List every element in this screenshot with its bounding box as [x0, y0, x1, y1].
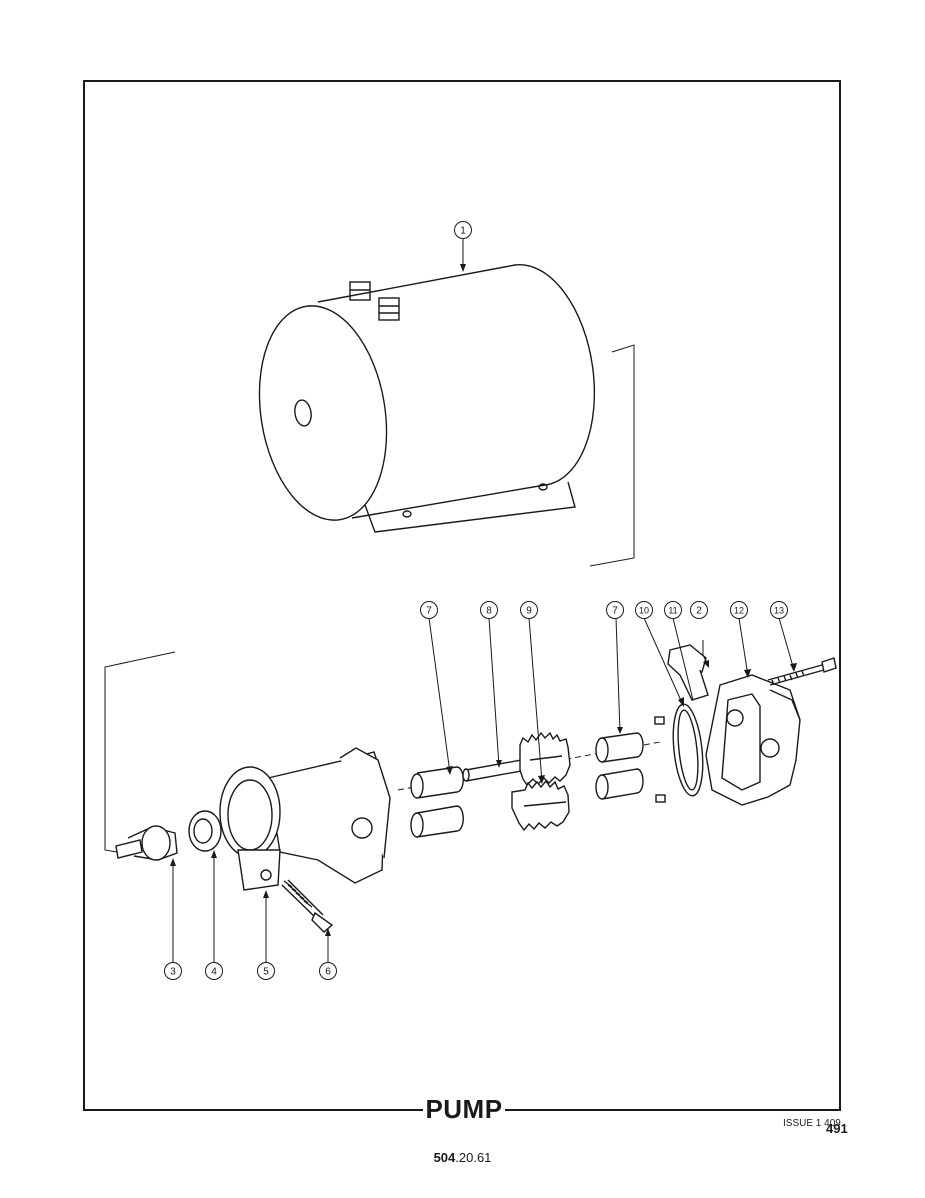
callout-5: 5	[257, 962, 275, 980]
part-10-gasket	[672, 703, 704, 797]
svg-text:3: 3	[170, 967, 176, 978]
callout-9: 9	[520, 601, 538, 619]
page-number: 491	[826, 1121, 848, 1136]
callout-8: 8	[480, 601, 498, 619]
issue-label: ISSUE 1 409	[783, 1118, 841, 1129]
svg-text:5: 5	[263, 967, 269, 978]
svg-text:7: 7	[426, 606, 432, 617]
callout-7a: 7	[420, 601, 438, 619]
frame-bottom-left	[83, 1109, 423, 1111]
svg-text:2: 2	[696, 606, 702, 617]
callout-10: 10	[635, 601, 653, 619]
part-motor-tank	[258, 264, 596, 533]
callout-11: 11	[664, 601, 682, 619]
svg-text:13: 13	[774, 606, 784, 616]
part-5-pump-body	[219, 747, 391, 891]
callout-6: 6	[319, 962, 337, 980]
part-13-bolt	[767, 657, 837, 686]
callout-7b: 7	[606, 601, 624, 619]
diagram-frame	[83, 80, 841, 1110]
frame-bottom-right	[505, 1109, 841, 1111]
part-7-bushings-left	[410, 766, 464, 838]
leader-lines	[172, 238, 795, 962]
svg-text:7: 7	[612, 606, 618, 617]
callout-3: 3	[164, 962, 182, 980]
svg-text:8: 8	[486, 606, 492, 617]
part-4-seal	[188, 810, 222, 852]
page-title: PUMP	[425, 1094, 503, 1124]
leader-arrowheads	[170, 264, 797, 936]
callout-12: 12	[730, 601, 748, 619]
doc-number-minor: .20.61	[455, 1150, 492, 1165]
dowel-pins	[654, 716, 666, 803]
svg-text:6: 6	[325, 967, 331, 978]
part-7-bushings-right	[595, 732, 644, 800]
callout-4: 4	[205, 962, 223, 980]
svg-text:11: 11	[668, 606, 677, 616]
part-12-end-cover	[705, 674, 801, 806]
document-number: 504.20.61	[0, 1150, 925, 1165]
callouts: 1 7 8 9 7 10 11 2 12 13 3 4 5 6	[164, 221, 788, 980]
doc-number-major: 504	[433, 1150, 456, 1165]
svg-text:9: 9	[526, 606, 532, 617]
callout-1: 1	[454, 221, 472, 239]
part-6-screw	[281, 879, 334, 933]
callout-2: 2	[690, 601, 708, 619]
callout-13: 13	[770, 601, 788, 619]
svg-text:10: 10	[639, 606, 649, 616]
part-2-plug	[667, 644, 709, 701]
svg-text:1: 1	[460, 226, 466, 237]
part-9-gears	[511, 731, 571, 832]
part-3-coupling	[115, 825, 178, 861]
svg-text:4: 4	[211, 967, 217, 978]
svg-text:12: 12	[734, 606, 744, 616]
